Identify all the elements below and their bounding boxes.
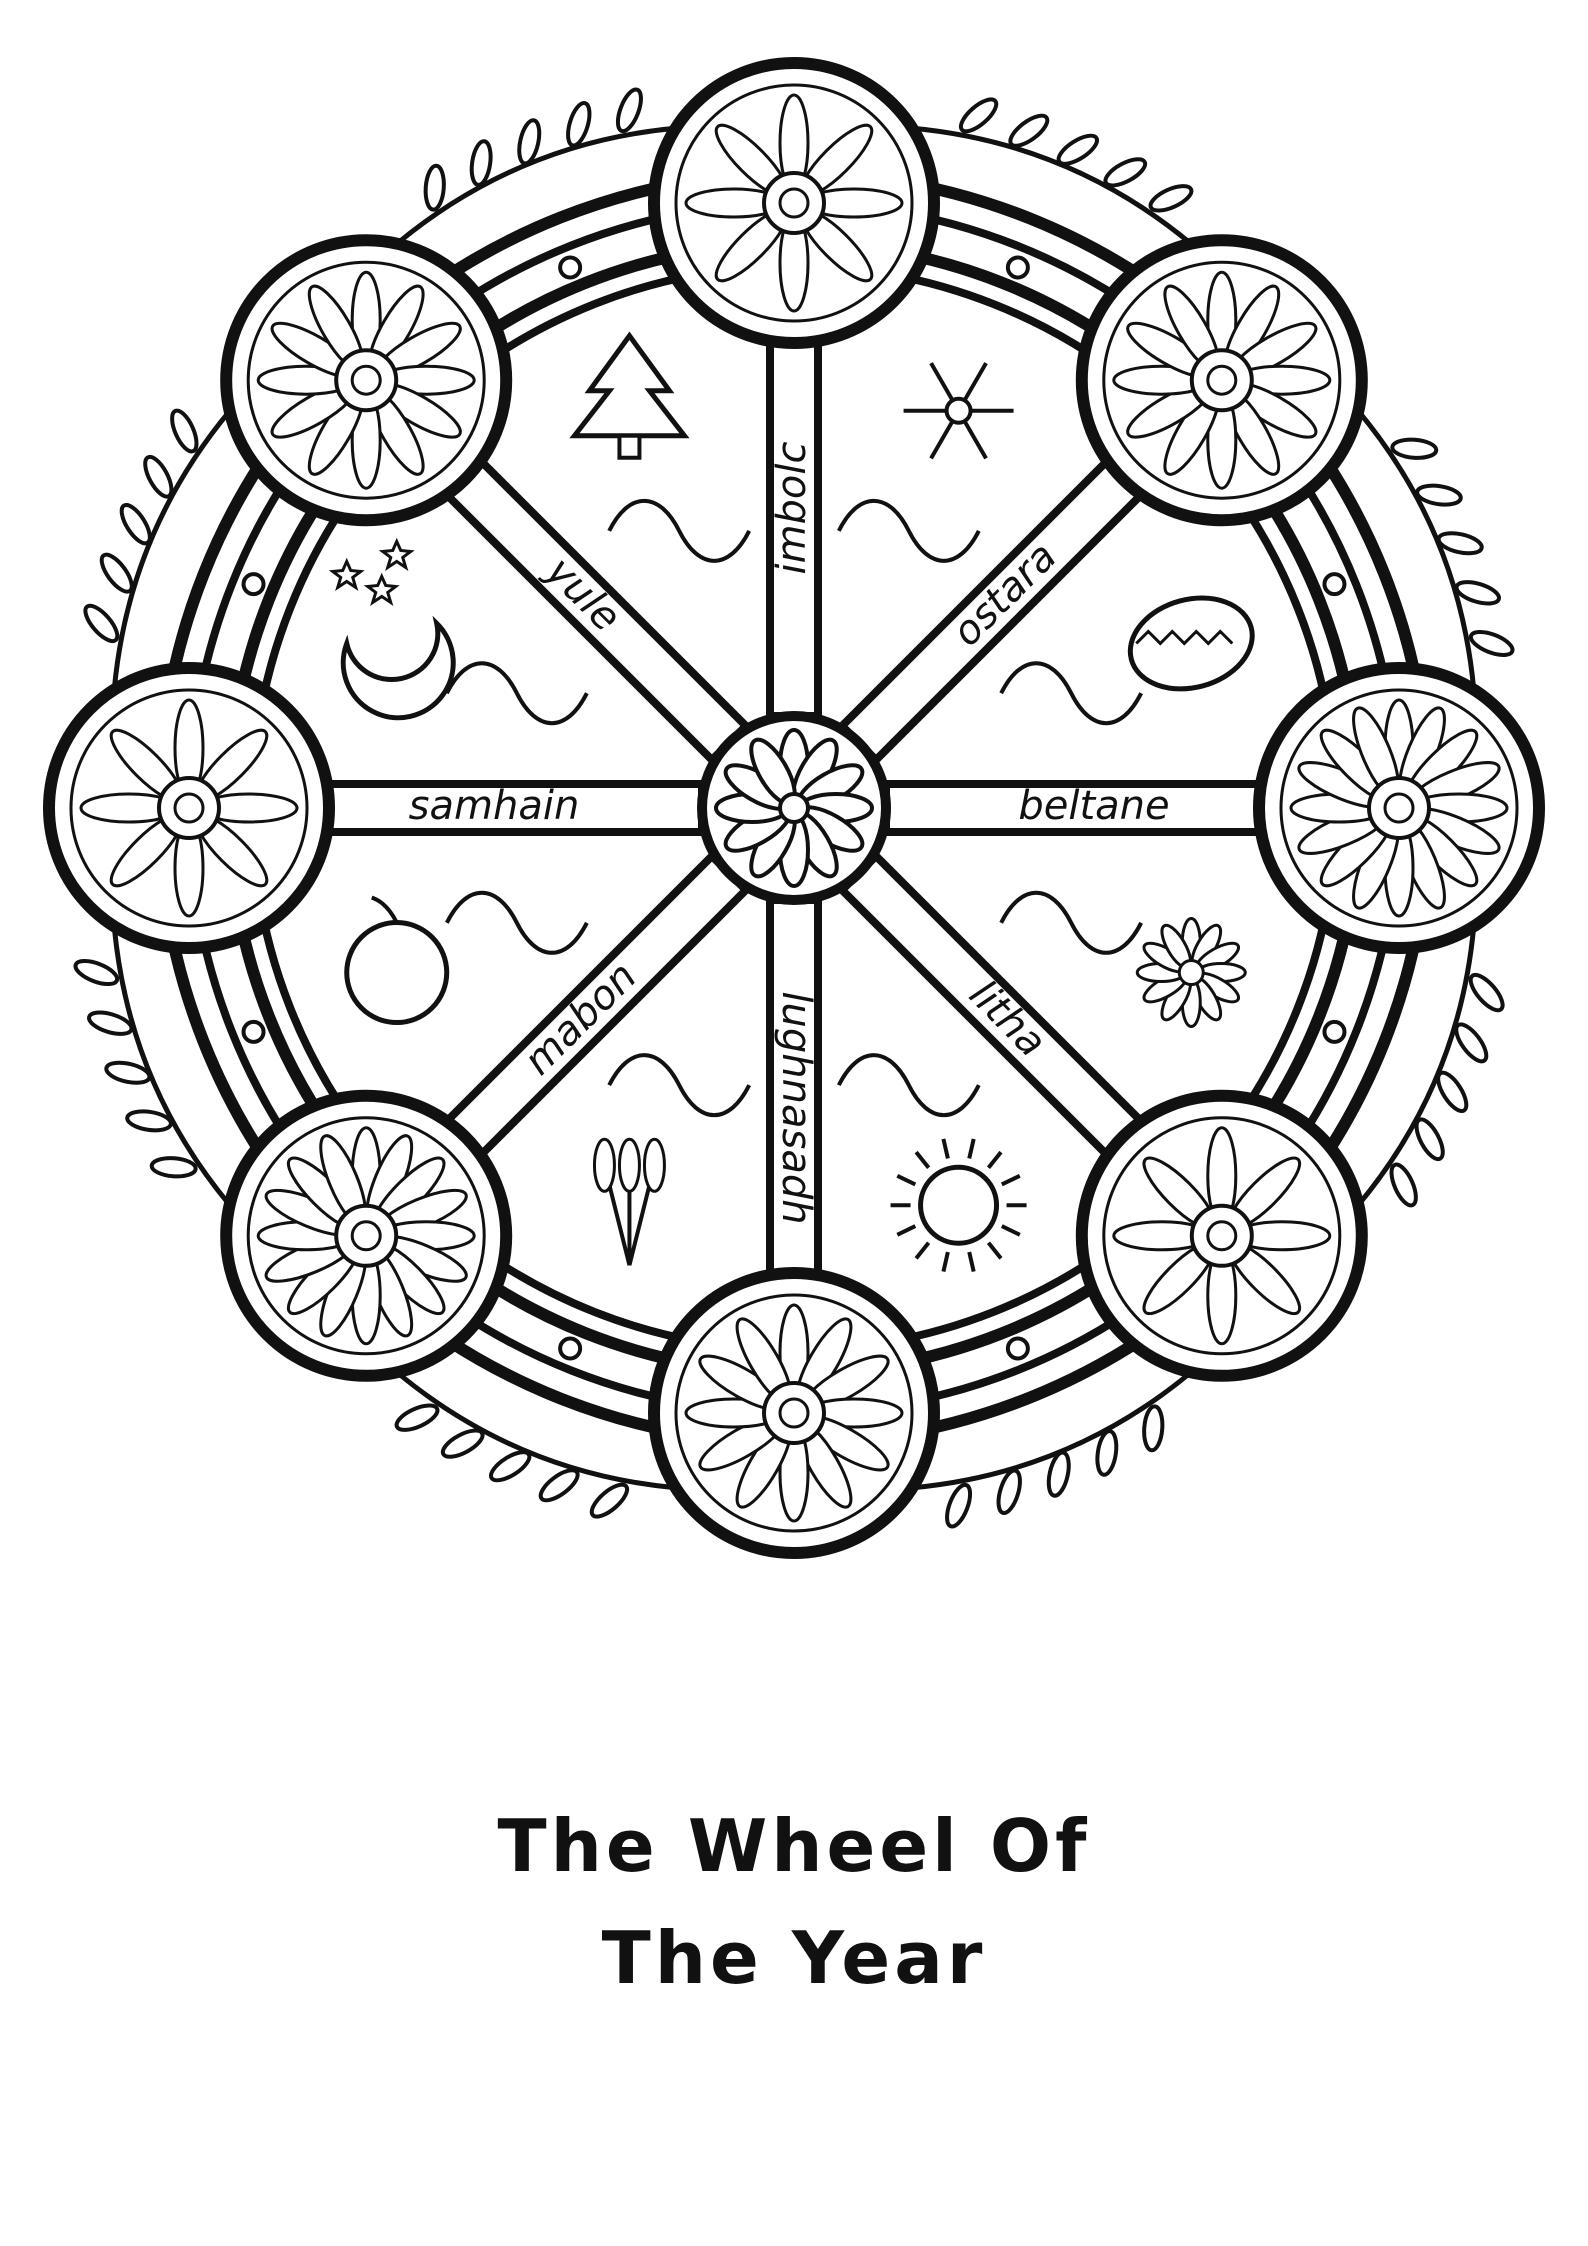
leaf-apple-mandala-icon [220,1089,513,1382]
knot-curve [445,661,589,725]
knot-curve [837,499,981,563]
vine-leaf [1103,157,1148,188]
easter-egg-icon [1127,595,1255,692]
christmas-tree-icon [569,331,690,460]
vine-leaf [423,163,446,212]
interlaced-star-mandala-icon [1253,662,1545,954]
snowflake-icon [903,362,1014,460]
page-title: The Wheel Of The Year [0,1790,1588,2014]
vine-leaf [1414,1117,1445,1162]
spoke-label-samhain: samhain [409,783,580,829]
vine-leaf [149,1156,198,1179]
vine-leaf [1056,133,1099,166]
vine-leaf [1468,629,1515,657]
rim-swirl [241,572,266,597]
wheel-of-the-year-illustration: imbolcostarabeltanelithalughnasadhmabons… [43,57,1545,1559]
knot-curve [999,891,1143,955]
vine-leaf [1142,1404,1165,1453]
rim-swirl [241,1019,266,1044]
knot-curve [837,1053,981,1117]
vine-leaf [1468,972,1505,1013]
vine-leaf [996,1468,1022,1515]
spoke-label-beltane: beltane [1018,783,1169,829]
vine-leaf [170,408,199,454]
knot-curve [999,661,1143,725]
wheat-sheaf-icon [592,1137,666,1266]
rim-swirl [558,255,583,280]
title-line-2: The Year [601,1916,987,2000]
vine-leaf [538,1468,580,1503]
vine-leaf [489,1450,532,1483]
vine-leaf [589,1482,630,1519]
daisy-icon [1135,917,1247,1029]
rim-swirl [558,1336,583,1361]
vine-leaf [1415,483,1463,507]
vine-decoration [73,87,1515,1529]
knot-curve [607,1053,751,1117]
vine-leaf [517,118,542,166]
vine-leaf [1436,531,1484,556]
rim-swirl [1005,1336,1030,1361]
vine-leaf [1436,1070,1469,1113]
vine-leaf [1046,1450,1071,1498]
vine-leaf [1008,113,1050,148]
vine-leaf [104,1060,152,1085]
knot-curve [445,891,589,955]
sunflower-mandala-icon [1075,1089,1368,1382]
rim-swirl [1322,572,1347,597]
spoke-label-imbolc: imbolc [769,441,815,574]
wheel-hub [697,711,891,905]
pentagram-pumpkin-icon [43,662,335,954]
rim-swirl [1322,1019,1347,1044]
moon-stars-icon [328,537,456,721]
title-line-1: The Wheel Of [497,1804,1091,1888]
vine-leaf [125,1109,173,1133]
sun-icon [890,1138,1027,1273]
vine-leaf [1454,1022,1489,1064]
inner-decoration [328,331,1255,1273]
vine-leaf [87,1010,134,1036]
vine-leaf [1390,437,1439,460]
flower-lattice-mandala-icon [1075,234,1368,527]
vine-leaf [566,101,592,148]
vine-leaf [1389,1162,1418,1208]
brigid-cross-mandala-icon [648,57,940,349]
vine-leaf [440,1428,485,1459]
vine-leaf [1148,184,1194,213]
vine-leaf [394,1403,440,1432]
knot-curve [607,499,751,563]
vine-leaf [945,1482,973,1529]
vine-leaf [1454,580,1501,606]
flower-mandala-icon [714,728,874,888]
vine-leaf [958,97,999,134]
rim-swirl [1005,255,1030,280]
snowflake-star-mandala-icon [220,234,513,527]
vine-leaf [99,552,134,594]
vine-leaf [83,603,120,644]
vine-leaf [615,87,643,134]
apple-icon [344,895,450,1026]
spoke-label-lughnasadh: lughnasadh [773,991,819,1224]
sabbat-medallions [43,57,1545,1559]
vine-leaf [119,503,152,546]
vine-leaf [1095,1429,1119,1477]
vine-leaf [143,454,174,499]
vine-leaf [73,959,120,987]
vine-leaf [469,139,493,187]
wheat-flower-mandala-icon [648,1267,940,1559]
